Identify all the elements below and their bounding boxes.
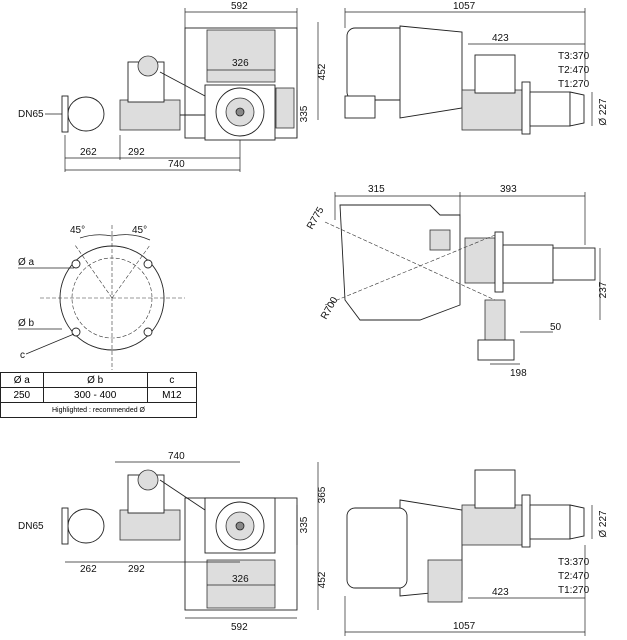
table-row: 250 300 - 400 M12	[0, 387, 198, 403]
dim-740: 740	[168, 451, 185, 462]
control-panel	[275, 87, 295, 129]
table-header-row: Ø a Ø b c	[0, 372, 198, 388]
bolt-hole	[143, 259, 153, 269]
dim-dia-227: Ø 227	[598, 98, 609, 126]
cell-c: M12	[146, 387, 198, 403]
dim-740: 740	[168, 159, 185, 170]
bottom-side-view: Ø 227 T3:370 T2:470 T1:270 423 1057	[344, 469, 609, 636]
dim-452: 452	[317, 63, 328, 80]
t3-label: T3:370	[558, 51, 590, 62]
table-note-row: Highlighted : recommended Ø	[0, 402, 197, 418]
gas-train-valve	[119, 99, 181, 131]
dim-50: 50	[550, 322, 562, 333]
mounting-flange	[494, 231, 504, 293]
dim-1057: 1057	[453, 1, 476, 12]
bottom-plan-view: 740 DN65 262 292 365 335 326 452 592	[18, 451, 328, 633]
gas-valve-assembly	[461, 504, 523, 546]
dim-dia-227: Ø 227	[598, 510, 609, 538]
air-box	[206, 29, 276, 83]
label-dia-a: Ø a	[18, 257, 35, 268]
table-note: Highlighted : recommended Ø	[0, 402, 197, 418]
blast-tube	[529, 91, 571, 127]
air-box	[206, 559, 276, 609]
regulator	[474, 54, 516, 94]
mounting-flange	[521, 81, 531, 135]
dim-592: 592	[231, 1, 248, 12]
regulator	[474, 469, 516, 509]
t1-label: T1:270	[558, 79, 590, 90]
header-c: c	[146, 372, 198, 388]
inlet-flange	[61, 507, 69, 545]
motor-cover	[346, 27, 408, 101]
gas-train-valve	[119, 509, 181, 541]
t2-label: T2:470	[558, 65, 590, 76]
dn65-label: DN65	[18, 521, 44, 532]
dim-335: 335	[299, 516, 310, 533]
dim-237: 237	[598, 281, 609, 298]
t2-label: T2:470	[558, 571, 590, 582]
bolt-hole	[143, 327, 153, 337]
dim-r700: R700	[319, 295, 341, 322]
valve-assembly	[464, 237, 496, 284]
gas-filter	[67, 508, 105, 544]
dim-393: 393	[500, 184, 517, 195]
label-dia-b: Ø b	[18, 318, 35, 329]
angle-45-right: 45°	[132, 225, 147, 236]
dim-292: 292	[128, 564, 145, 575]
dim-262: 262	[80, 564, 97, 575]
dim-r775: R775	[305, 205, 327, 232]
dn65-label: DN65	[18, 109, 44, 120]
header-dia-b: Ø b	[42, 372, 148, 388]
blast-tube	[502, 244, 554, 284]
top-side-view: 1057 423 T3:370 T2:470 T1:270 Ø 227	[344, 1, 609, 135]
top-plan-view: 592 452 326 335 DN65 262 292 740	[18, 1, 328, 172]
t3-label: T3:370	[558, 557, 590, 568]
header-dia-a: Ø a	[0, 372, 44, 388]
mounting-flange	[521, 494, 531, 548]
dim-315: 315	[368, 184, 385, 195]
angle-45-left: 45°	[70, 225, 85, 236]
dim-262: 262	[80, 147, 97, 158]
dim-292: 292	[128, 147, 145, 158]
dim-423: 423	[492, 33, 509, 44]
base	[344, 95, 376, 119]
dim-326: 326	[232, 574, 249, 585]
dim-423: 423	[492, 587, 509, 598]
flange-diagram: 45° 45° Ø a Ø b c	[18, 225, 185, 370]
dim-1057: 1057	[453, 621, 476, 632]
dim-592: 592	[231, 622, 248, 633]
dim-452: 452	[317, 571, 328, 588]
inlet-flange	[61, 95, 69, 133]
dim-335: 335	[299, 105, 310, 122]
gas-filter	[67, 96, 105, 132]
bolt-hole	[71, 327, 81, 337]
label-c: c	[20, 350, 25, 361]
cell-dia-b: 300 - 400	[42, 387, 148, 403]
dim-198: 198	[510, 368, 527, 379]
mid-side-view: 315 393 R775 R700 237 50 198	[305, 184, 609, 379]
bolt-hole	[71, 259, 81, 269]
burner-body	[399, 25, 463, 119]
dim-326: 326	[232, 58, 249, 69]
air-intake	[427, 559, 463, 603]
t1-label: T1:270	[558, 585, 590, 596]
flange-spec-table: Ø a Ø b c 250 300 - 400 M12 Highlighted …	[0, 372, 198, 418]
motor-cover	[346, 507, 408, 589]
burner-body	[339, 204, 461, 321]
cell-dia-a: 250	[0, 387, 44, 403]
blast-tube	[529, 504, 571, 540]
gas-train-vertical	[484, 299, 506, 343]
gas-valve-assembly	[461, 89, 523, 131]
dim-365: 365	[317, 486, 328, 503]
